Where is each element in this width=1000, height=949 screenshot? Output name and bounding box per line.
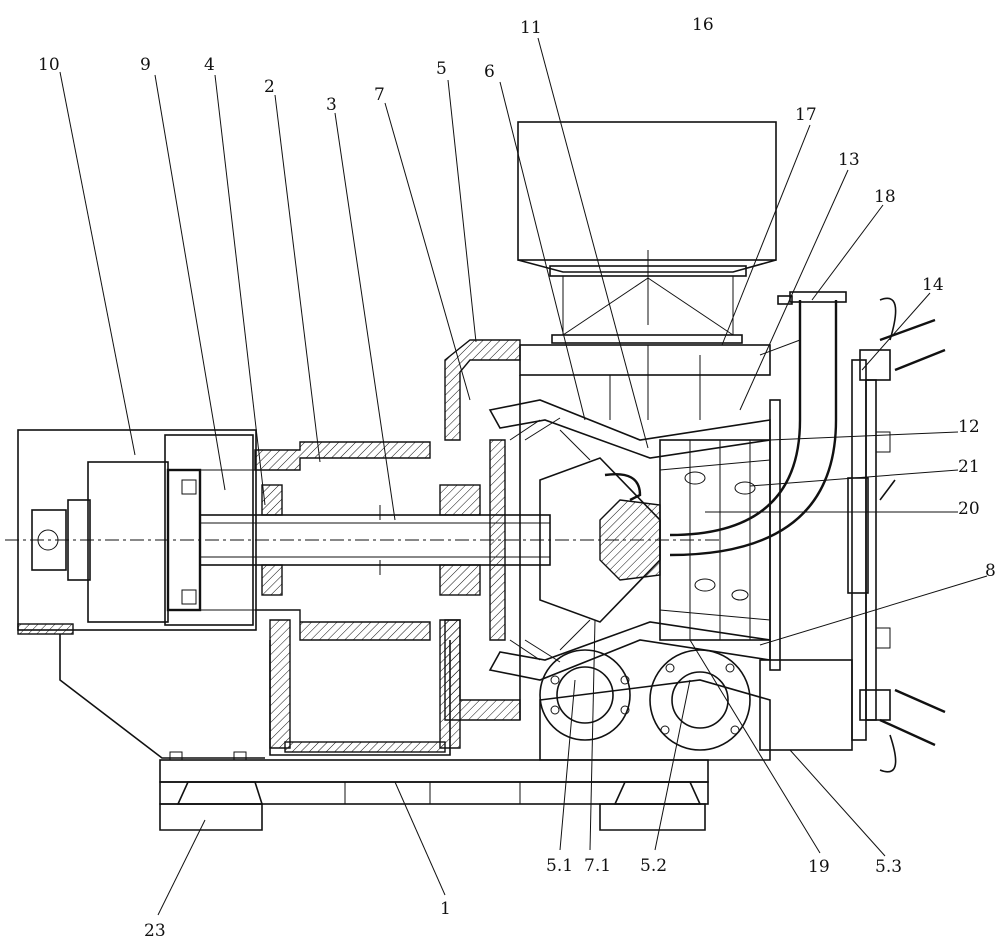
leader-lines bbox=[59, 37, 988, 916]
callout-19: 19 bbox=[808, 857, 830, 877]
callout-9: 9 bbox=[140, 55, 151, 75]
callout-12: 12 bbox=[958, 417, 980, 437]
callout-23: 23 bbox=[144, 921, 166, 941]
callout-8: 8 bbox=[985, 561, 996, 581]
callout-21: 21 bbox=[958, 457, 980, 477]
callout-18: 18 bbox=[874, 187, 896, 207]
end-door bbox=[847, 297, 946, 773]
callout-4: 4 bbox=[204, 55, 215, 75]
callout-16: 16 bbox=[692, 15, 714, 35]
callout-7-1: 7.1 bbox=[584, 856, 611, 876]
motor-housing bbox=[17, 429, 265, 759]
callout-10: 10 bbox=[38, 55, 60, 75]
outlet-flanges bbox=[539, 649, 853, 761]
screen-chamber bbox=[659, 399, 781, 671]
callout-5-3: 5.3 bbox=[875, 857, 902, 877]
callout-labels: 10 9 4 2 3 7 5 6 11 16 17 13 18 14 12 21… bbox=[38, 15, 996, 941]
callout-5-1: 5.1 bbox=[546, 856, 573, 876]
pump-casing bbox=[444, 339, 771, 721]
callout-13: 13 bbox=[838, 150, 860, 170]
callout-17: 17 bbox=[795, 105, 817, 125]
hopper bbox=[517, 121, 777, 344]
callout-5: 5 bbox=[436, 59, 447, 79]
callout-14: 14 bbox=[922, 275, 944, 295]
base-frame bbox=[159, 751, 709, 831]
callout-5-2: 5.2 bbox=[640, 856, 667, 876]
callout-6: 6 bbox=[484, 62, 495, 82]
callout-20: 20 bbox=[958, 499, 980, 519]
callout-7: 7 bbox=[374, 85, 385, 105]
callout-1: 1 bbox=[440, 899, 451, 919]
callout-2: 2 bbox=[264, 77, 275, 97]
bent-pipe bbox=[669, 291, 847, 557]
callout-3: 3 bbox=[326, 95, 337, 115]
callout-11: 11 bbox=[520, 18, 542, 38]
